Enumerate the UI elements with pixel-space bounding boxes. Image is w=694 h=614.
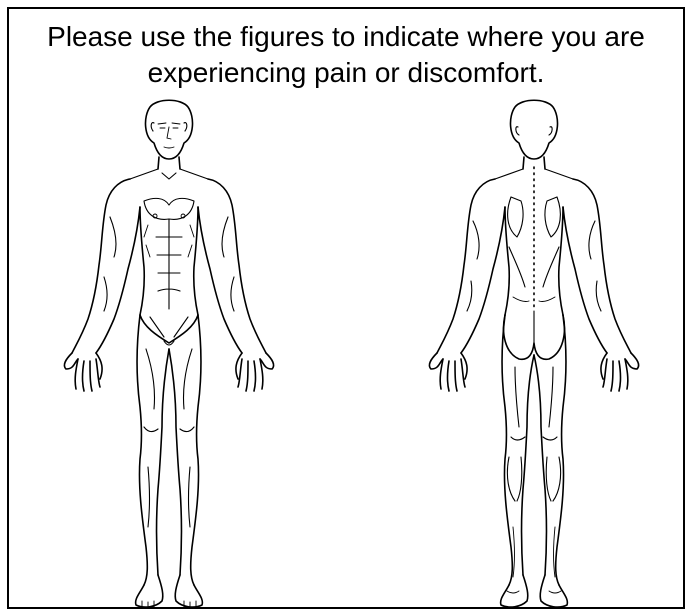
body-front-figure[interactable] [44,97,294,609]
body-back-figure[interactable] [409,97,659,609]
instructions-text: Please use the figures to indicate where… [9,19,683,91]
body-back-icon[interactable] [409,97,659,609]
pain-diagram-frame: Please use the figures to indicate where… [7,7,685,609]
body-front-icon[interactable] [44,97,294,609]
